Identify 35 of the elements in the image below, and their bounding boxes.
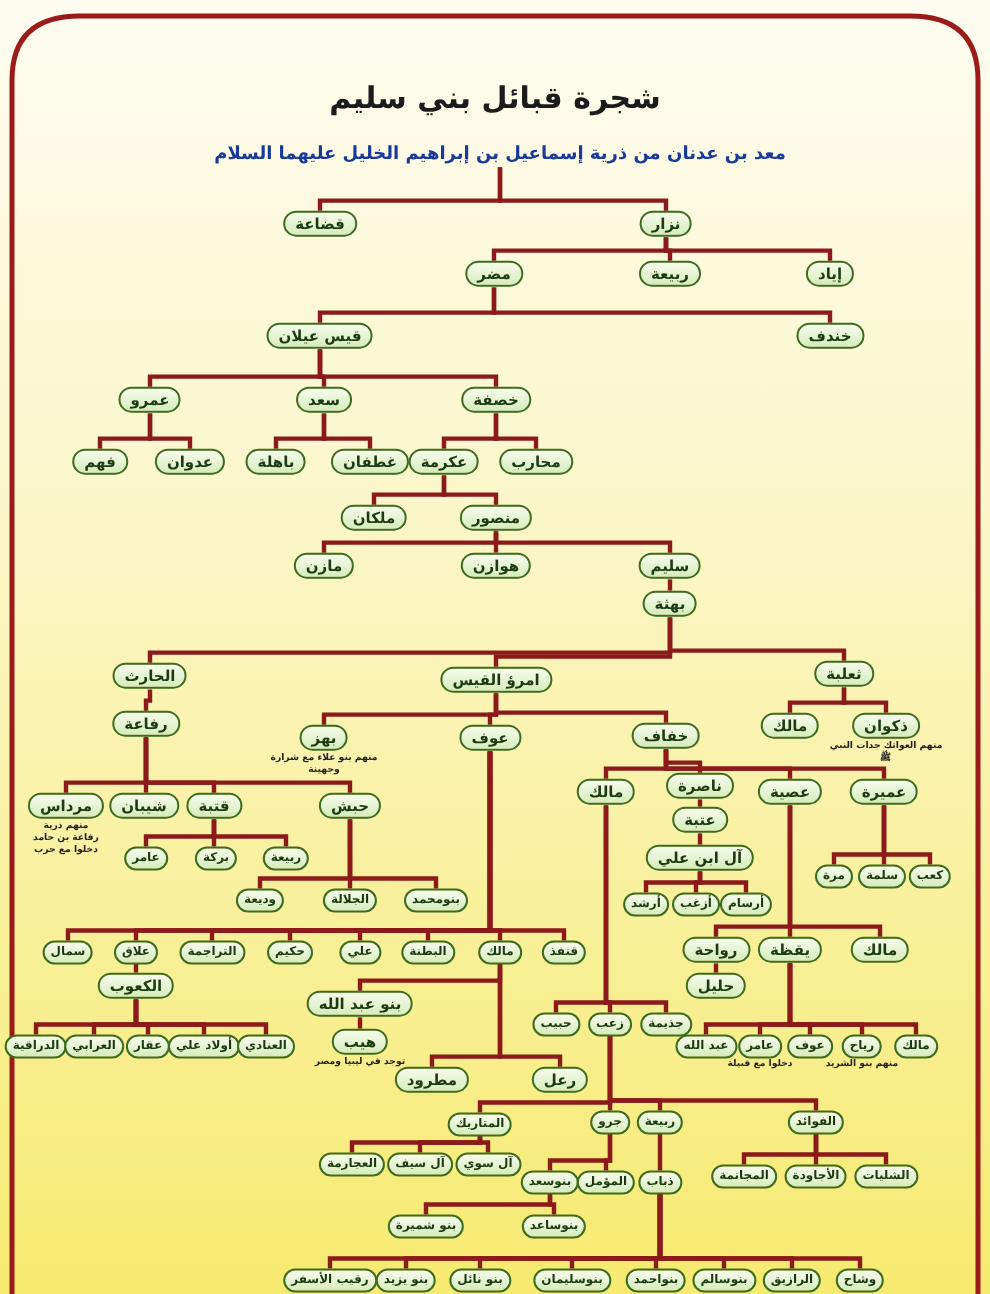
connector-line [147, 413, 193, 449]
connector-line [143, 737, 353, 793]
connector-line [493, 531, 673, 553]
connector-line [787, 963, 919, 1035]
connector-line [813, 1133, 889, 1165]
connector-line [493, 693, 669, 723]
connector-line [317, 349, 499, 387]
connector-line [211, 819, 289, 847]
connector-line [603, 1133, 613, 1171]
connector-line [487, 751, 567, 941]
connector-line [493, 413, 539, 449]
connector-line [477, 1135, 491, 1153]
connector-line [497, 963, 563, 1067]
connector-line [441, 475, 499, 505]
connector-line [491, 287, 833, 323]
connector-line [667, 617, 847, 661]
connector-line [787, 805, 883, 937]
connector-line [347, 819, 439, 889]
connector-line [607, 1035, 819, 1111]
connector-line [423, 1193, 553, 1215]
connector-line [143, 689, 153, 711]
connector-line [663, 749, 887, 779]
connector-line [603, 805, 669, 1013]
connector-line [497, 167, 669, 211]
root-heading: معد بن عدنان من ذرية إسماعيل بن إبراهيم الخليل عليهما السلام [214, 144, 786, 168]
connector-line [133, 999, 269, 1035]
connector-line [881, 805, 933, 865]
connector-line [321, 413, 373, 449]
connector-line [697, 871, 749, 893]
connector-line [657, 1193, 863, 1269]
connector-line [663, 237, 833, 261]
title: شجرة قبائل بني سليم [327, 80, 663, 116]
connector-line [417, 1135, 483, 1153]
connector-line [657, 1133, 663, 1171]
connector-line [841, 687, 889, 713]
